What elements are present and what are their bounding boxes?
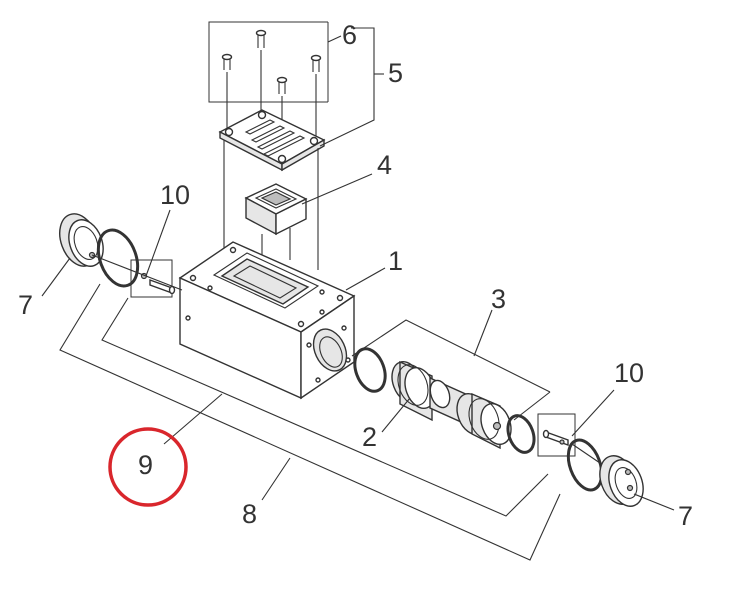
leader-lines [41,27,675,511]
part-9-group-frame [101,297,549,517]
part-7-end-cap-right [599,455,644,507]
o-ring-right-small [506,414,536,454]
label-5: 5 [388,58,403,88]
label-4: 4 [377,150,392,180]
label-9: 9 [138,450,153,480]
o-ring-right [566,438,604,492]
label-8: 8 [242,499,257,529]
label-10-right: 10 [614,358,644,388]
part-8-group-frame [59,283,561,561]
label-6: 6 [342,20,357,50]
label-1: 1 [388,246,403,276]
o-ring-middle [353,347,387,393]
highlight-circle [108,427,188,507]
part-4-insert [244,183,308,236]
part-6-screws [208,21,329,140]
label-10-left: 10 [160,180,190,210]
label-3: 3 [491,284,506,314]
part-10-pin-right [537,413,576,457]
part-2-spool [391,360,512,450]
label-2: 2 [362,422,377,452]
o-ring-left [96,228,140,288]
part-5-cover-plate [218,109,326,172]
label-7-right: 7 [678,501,693,531]
part-1-body [178,241,356,400]
part-7-end-cap-left [59,213,104,267]
label-7-left: 7 [18,290,33,320]
